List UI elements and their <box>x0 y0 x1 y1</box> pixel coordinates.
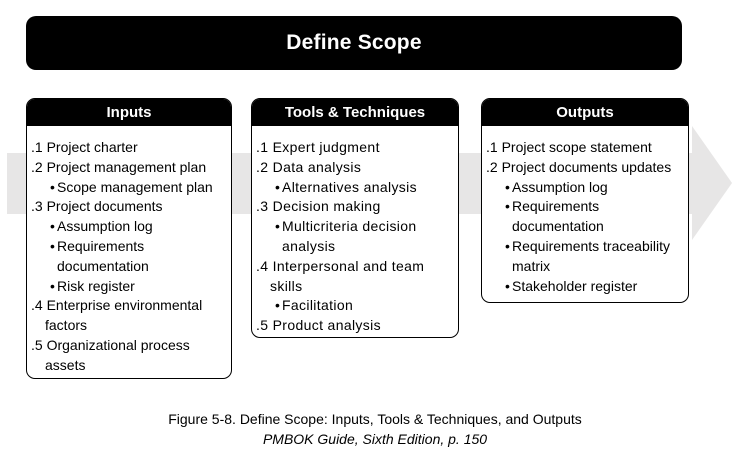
tools-techniques-box-header: Tools & Techniques <box>252 99 458 126</box>
numbered-item: .3 Project documents <box>31 198 163 215</box>
numbered-item: .2 Project documents updates <box>486 158 672 175</box>
numbered-item: .1 Project charter <box>31 139 138 155</box>
numbered-item: .3 Decision making <box>256 198 381 215</box>
numbered-item: .2 Data analysis <box>256 158 362 175</box>
figure-caption-title: Figure 5-8. Define Scope: Inputs, Tools … <box>168 411 582 427</box>
bullet-item: Assumption log <box>486 178 684 198</box>
process-title-bar: Define Scope <box>26 16 682 70</box>
inputs-box-header: Inputs <box>27 99 231 126</box>
inputs-box: Inputs .1 Project charter .2 Project mana… <box>26 98 232 379</box>
numbered-item: .5 Organizational process assets <box>31 336 190 373</box>
outputs-box-header: Outputs <box>482 99 688 126</box>
bullet-item: Risk register <box>31 277 227 297</box>
bullet-item: Alternatives analysis <box>256 178 454 198</box>
bullet-item: Requirements documentation <box>31 237 227 277</box>
outputs-box: Outputs .1 Project scope statement .2 Pro… <box>481 98 689 303</box>
tools-techniques-box-title: Tools & Techniques <box>284 104 426 121</box>
bullet-item: Requirements documentation <box>486 197 684 237</box>
process-flow-arrow-head-icon <box>692 126 732 240</box>
process-title: Define Scope <box>286 31 422 54</box>
outputs-box-title: Outputs <box>556 104 614 121</box>
inputs-box-title: Inputs <box>106 104 152 121</box>
figure-caption: Figure 5-8. Define Scope: Inputs, Tools … <box>0 410 750 449</box>
numbered-item: .5 Product analysis <box>256 317 381 334</box>
bullet-item: Assumption log <box>31 217 227 237</box>
bullet-item: Stakeholder register <box>486 277 684 297</box>
inputs-list: .1 Project charter .2 Project management … <box>27 126 231 376</box>
tools-techniques-list: .1 Expert judgment .2 Data analysisAltern… <box>252 126 458 336</box>
numbered-item: .2 Project management plan <box>31 158 207 175</box>
numbered-item: .1 Expert judgment <box>256 139 380 155</box>
bullet-item: Requirements traceability matrix <box>486 237 684 277</box>
outputs-list: .1 Project scope statement .2 Project doc… <box>482 126 688 296</box>
numbered-item: .4 Interpersonal and team skills <box>256 257 425 294</box>
bullet-item: Multicriteria decision analysis <box>256 217 454 257</box>
bullet-item: Scope management plan <box>31 178 227 198</box>
tools-techniques-box: Tools & Techniques .1 Expert judgment .2 … <box>251 98 459 338</box>
bullet-item: Facilitation <box>256 296 454 316</box>
numbered-item: .1 Project scope statement <box>486 139 652 155</box>
numbered-item: .4 Enterprise environmental factors <box>31 297 203 334</box>
figure-caption-source: PMBOK Guide, Sixth Edition, p. 150 <box>262 430 488 447</box>
